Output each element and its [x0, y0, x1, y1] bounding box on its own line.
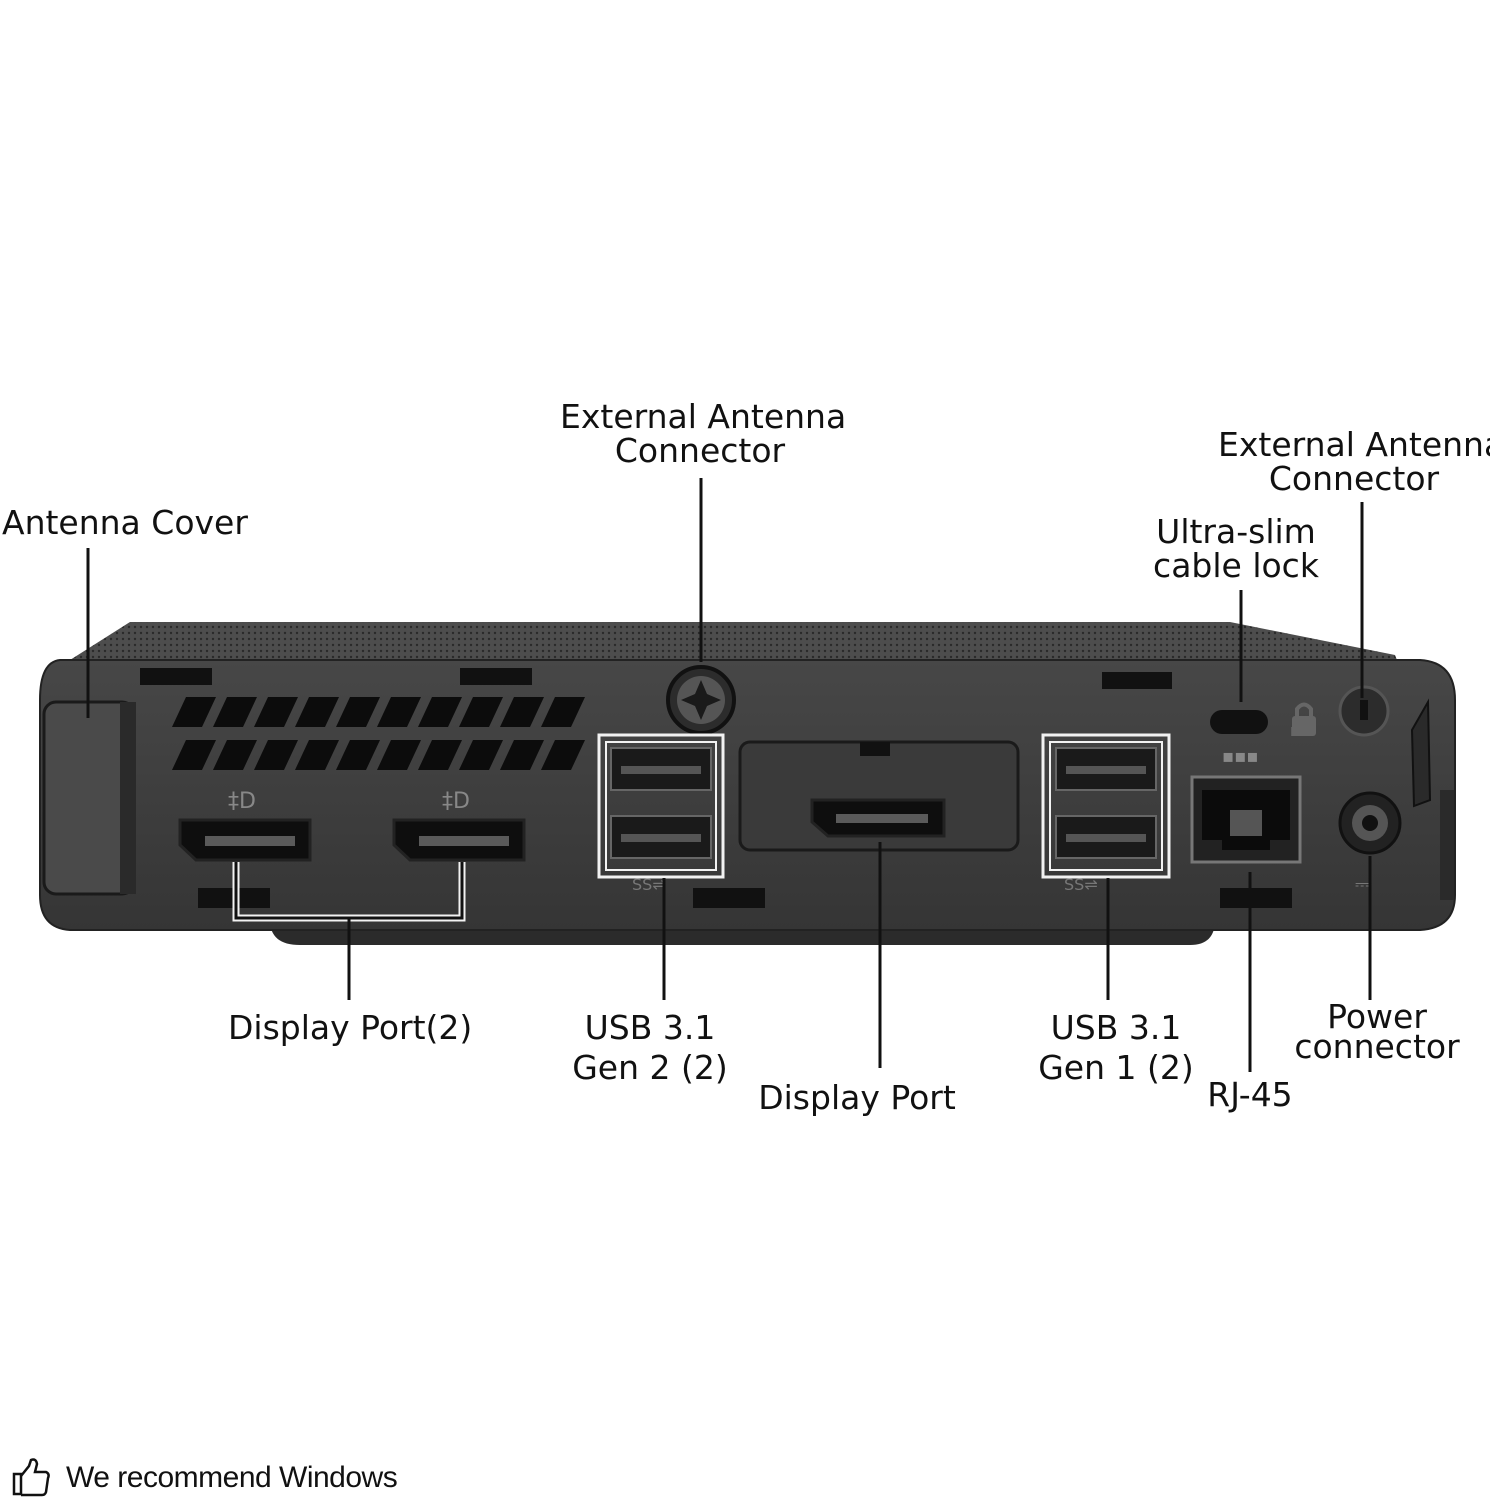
- side-edge: [1440, 790, 1454, 900]
- vent-slot: [295, 697, 339, 727]
- vent-slot: [336, 740, 380, 770]
- dc-power-icon: ⎓: [1355, 874, 1369, 895]
- lock-icon: [1292, 702, 1316, 736]
- antenna-connector-right: [1338, 685, 1390, 737]
- antenna-connector-center: [666, 665, 736, 735]
- vent-slot: [377, 740, 421, 770]
- vent-slot: [418, 697, 462, 727]
- bottom-slot: [1220, 888, 1292, 908]
- vent-slot: [459, 740, 503, 770]
- vent-slot: [336, 697, 380, 727]
- top-notch: [140, 668, 212, 685]
- label-power-connector: Power connector: [1294, 997, 1460, 1066]
- vent-slot: [295, 740, 339, 770]
- usb-gen1-ports: [1041, 733, 1171, 879]
- vent-slot: [254, 697, 298, 727]
- displayport-logo-icon: ‡D: [228, 789, 256, 814]
- footer-text: We recommend Windows: [66, 1461, 398, 1494]
- displayport-logo-icon: ‡D: [442, 789, 470, 814]
- label-rj45: RJ-45: [1207, 1075, 1293, 1114]
- ss-logo-icon: SS⇌: [632, 875, 666, 894]
- label-cable-lock: Ultra-slim cable lock: [1153, 512, 1319, 585]
- chassis-top: [70, 622, 1400, 668]
- ss-logo-icon: SS⇌: [1064, 875, 1098, 894]
- network-icon: ▪▪▪: [1222, 746, 1259, 767]
- bottom-slot: [693, 888, 765, 908]
- vent-slot: [213, 740, 257, 770]
- thumbs-up-icon: [12, 1458, 50, 1497]
- label-usb-gen1: USB 3.1 Gen 1 (2): [1038, 1008, 1194, 1087]
- callout-lines: [86, 478, 1372, 1072]
- cable-lock-slot: [1210, 710, 1268, 734]
- label-usb-gen2: USB 3.1 Gen 2 (2): [572, 1008, 728, 1087]
- vent-slot: [172, 697, 216, 727]
- vent-slot: [377, 697, 421, 727]
- label-display-port: Display Port: [758, 1078, 956, 1117]
- vent-slot: [254, 740, 298, 770]
- vent-slot: [418, 740, 462, 770]
- label-external-antenna-right: External Antenna Connector: [1218, 425, 1490, 498]
- vent-slot: [541, 740, 585, 770]
- side-latch: [1410, 698, 1432, 808]
- vent-slot: [500, 697, 544, 727]
- vent-slot: [172, 740, 216, 770]
- vent-slot: [213, 697, 257, 727]
- vent-slot: [541, 697, 585, 727]
- label-external-antenna-center: External Antenna Connector: [560, 397, 847, 470]
- vent-slot: [459, 697, 503, 727]
- antenna-cover-shadow: [120, 702, 136, 894]
- displayport-1: [178, 818, 312, 862]
- power-connector: [1338, 791, 1402, 855]
- footer-recommendation: We recommend Windows: [12, 1458, 398, 1498]
- usb-gen2-ports: [597, 733, 725, 879]
- vent-slot: [500, 740, 544, 770]
- displayport-module: [738, 740, 1020, 852]
- top-notch: [460, 668, 532, 685]
- rj45-port: [1190, 775, 1302, 864]
- displayport-2: [392, 818, 526, 862]
- label-antenna-cover: Antenna Cover: [2, 503, 248, 542]
- vent-grille: [172, 697, 585, 770]
- label-display-port-2: Display Port(2): [228, 1008, 473, 1047]
- top-notch: [1102, 672, 1172, 689]
